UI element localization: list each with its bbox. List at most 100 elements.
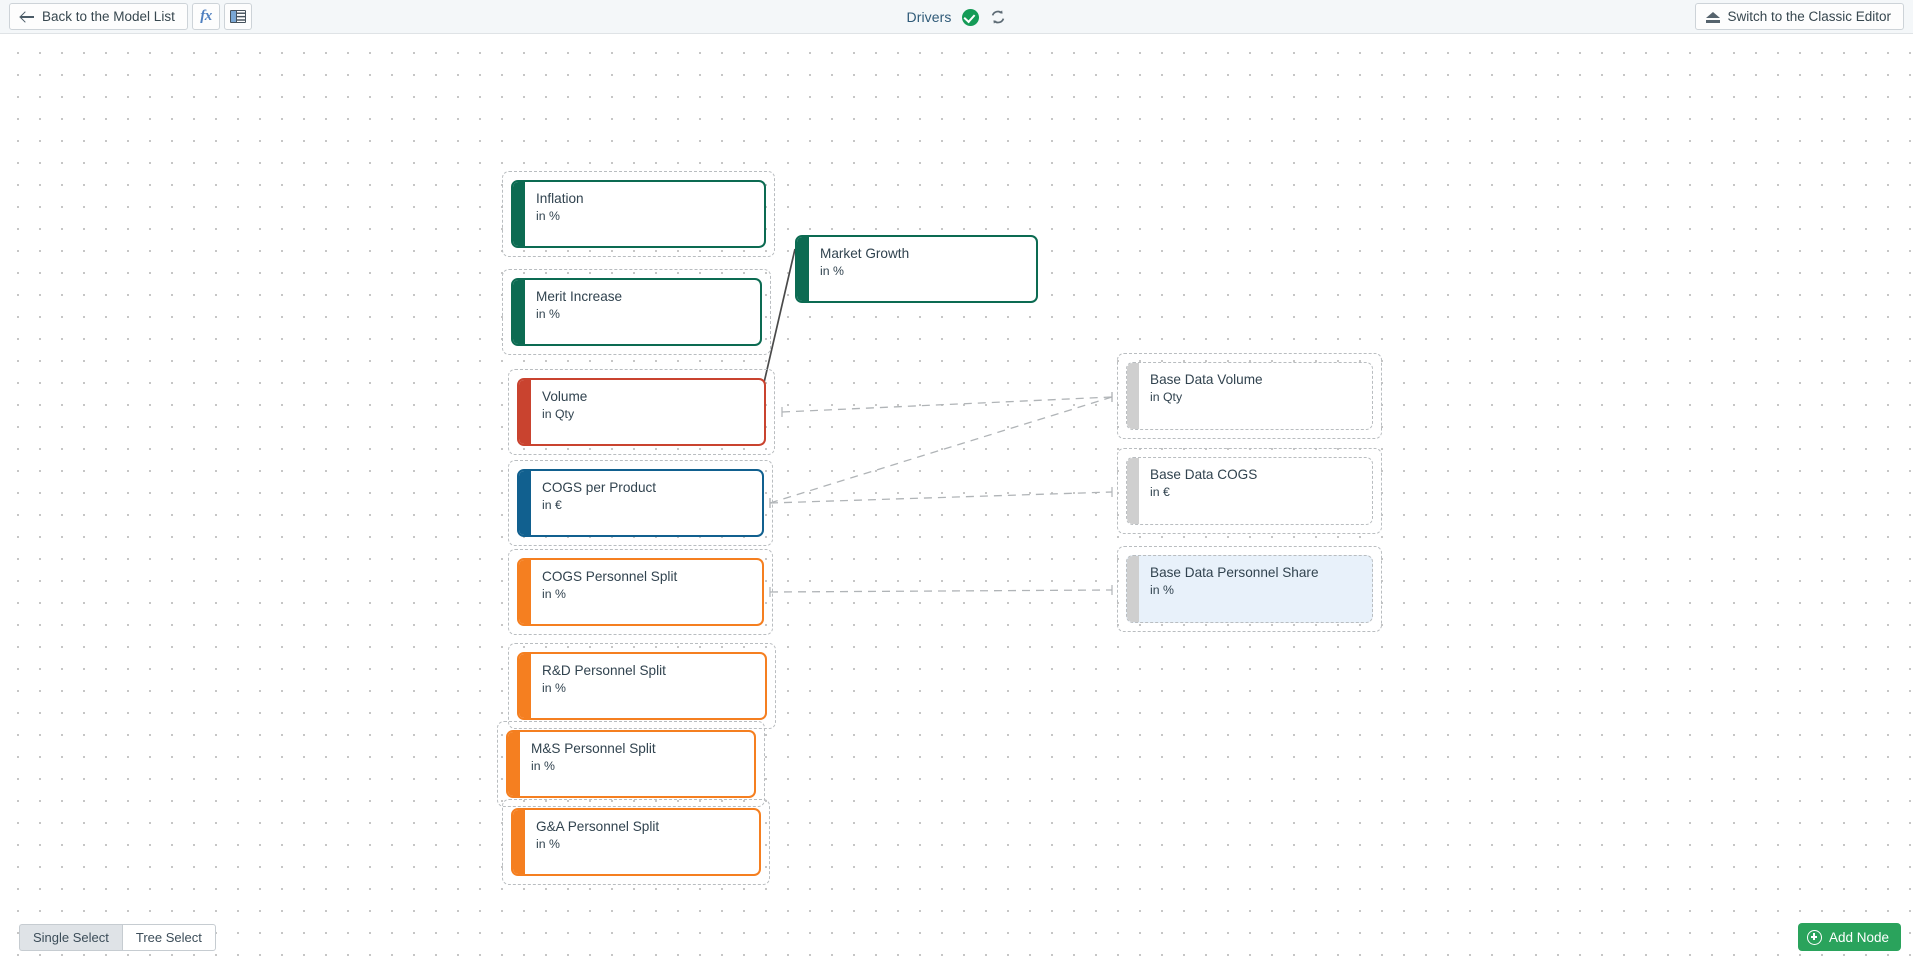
node-container-cogspers [508,549,773,635]
node-box-inflation[interactable]: Inflation in % [511,180,766,248]
node-box-bdpersshare[interactable]: Base Data Personnel Share in % [1126,555,1373,623]
arrow-left-icon [20,10,35,23]
edge-volume-to-bdvolume[interactable] [781,396,1113,413]
node-unit: in Qty [1150,389,1183,404]
node-title: Base Data Volume [1150,372,1263,387]
check-circle-icon[interactable] [961,8,979,26]
edge-cogspers-to-bdpersshare[interactable] [769,589,1113,593]
node-body: Base Data Personnel Share in % [1139,556,1372,622]
top-toolbar: Back to the Model List fx Drivers Switch… [0,0,1913,34]
page-title: Drivers [906,9,952,25]
node-accent-bar [519,654,531,718]
node-accent-bar [513,182,525,246]
node-bdcogs[interactable]: Base Data COGS in € [1117,448,1382,534]
edge-layer [759,248,1113,597]
node-container-merit [502,269,771,355]
add-node-label: Add Node [1828,929,1889,945]
node-title: COGS per Product [542,480,657,495]
back-to-model-list-button[interactable]: Back to the Model List [9,3,188,30]
node-unit: in % [536,306,560,321]
add-node-button[interactable]: Add Node [1797,923,1901,951]
node-container-cogsprod [508,460,773,546]
edge-volume-to-market[interactable] [759,248,796,401]
node-body: G&A Personnel Split in % [525,810,759,874]
segment-tree-select[interactable]: Tree Select [121,924,216,951]
node-container-mspers [497,721,765,807]
node-title: Inflation [536,191,584,206]
node-title: COGS Personnel Split [542,569,678,584]
node-body: Inflation in % [525,182,764,246]
node-accent-bar [519,380,531,444]
node-body: Base Data COGS in € [1139,458,1372,524]
node-box-cogsprod[interactable]: COGS per Product in € [517,469,764,537]
segment-single-select[interactable]: Single Select [19,924,122,951]
node-container-rdpers [508,643,776,729]
switch-to-classic-editor-button[interactable]: Switch to the Classic Editor [1695,3,1904,30]
node-body: COGS per Product in € [531,471,762,535]
node-title: M&S Personnel Split [531,741,656,756]
node-container-volume [508,369,775,455]
node-box-gapers[interactable]: G&A Personnel Split in % [511,808,761,876]
node-accent-bar [1127,363,1139,429]
eject-icon [1706,11,1721,23]
node-gapers[interactable]: G&A Personnel Split in % [502,799,770,885]
table-panel-button[interactable] [224,3,252,30]
node-accent-bar [797,237,809,301]
node-bdvolume[interactable]: Base Data Volume in Qty [1117,353,1382,439]
node-inflation[interactable]: Inflation in % [502,171,775,257]
node-box-bdvolume[interactable]: Base Data Volume in Qty [1126,362,1373,430]
switch-button-label: Switch to the Classic Editor [1727,9,1891,24]
node-unit: in Qty [542,406,575,421]
edge-cogsprod-to-bdvolume[interactable] [769,396,1113,504]
node-cogsprod[interactable]: COGS per Product in € [508,460,773,546]
node-unit: in % [820,263,844,278]
node-container-inflation [502,171,775,257]
node-unit: in % [1150,582,1174,597]
node-container-bdvolume [1117,353,1382,439]
node-title: R&D Personnel Split [542,663,666,678]
node-unit: in € [1150,484,1170,499]
node-title: G&A Personnel Split [536,819,660,834]
node-title: Base Data COGS [1150,467,1258,482]
node-accent-bar [508,732,520,796]
node-accent-bar [519,471,531,535]
node-unit: in % [536,208,560,223]
node-accent-bar [519,560,531,624]
node-title: Market Growth [820,246,910,261]
node-box-bdcogs[interactable]: Base Data COGS in € [1126,457,1373,525]
table-panel-icon [230,10,246,23]
edge-cogsprod-to-bdcogs[interactable] [769,491,1113,504]
formula-button[interactable]: fx [192,3,220,30]
node-container-gapers [502,799,770,885]
back-button-label: Back to the Model List [42,9,175,24]
node-unit: in % [536,836,560,851]
node-container-bdpersshare [1117,546,1382,632]
node-container-bdcogs [1117,448,1382,534]
node-title: Base Data Personnel Share [1150,565,1319,580]
node-box-market[interactable]: Market Growth in % [795,235,1038,303]
node-accent-bar [1127,556,1139,622]
node-bdpersshare[interactable]: Base Data Personnel Share in % [1117,546,1382,632]
node-body: Base Data Volume in Qty [1139,363,1372,429]
document-title-group: Drivers [0,0,1913,34]
refresh-icon[interactable] [989,8,1007,26]
node-market[interactable]: Market Growth in % [786,226,1047,312]
node-unit: in € [542,497,562,512]
plus-circle-icon [1806,929,1822,945]
